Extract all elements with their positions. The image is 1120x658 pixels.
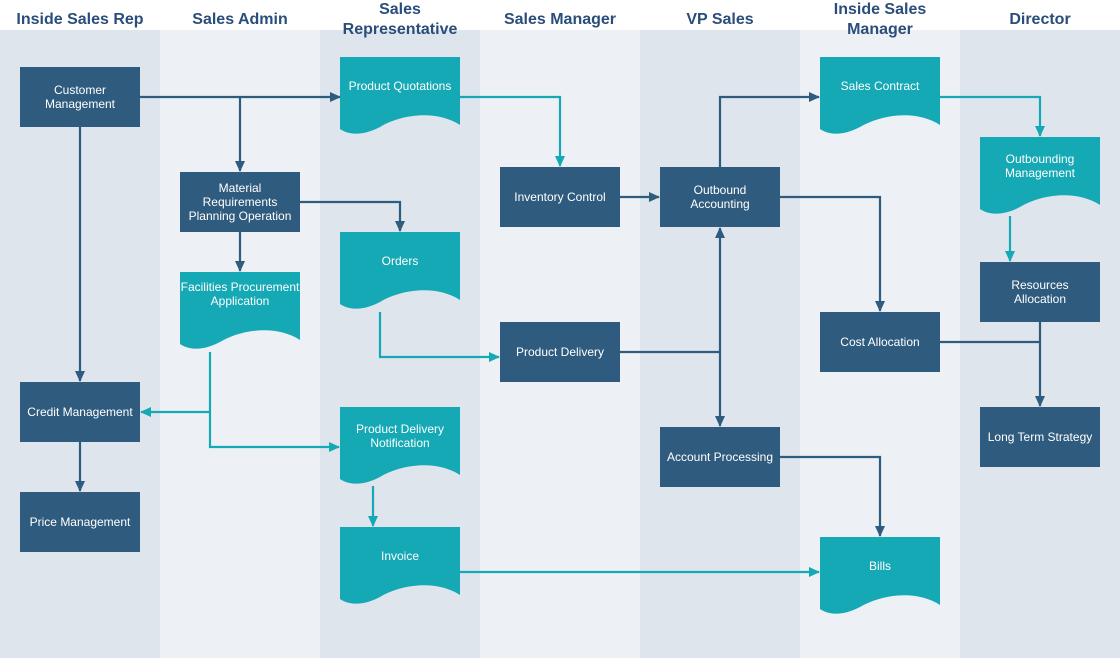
lane-vp-sales: VP Sales bbox=[640, 0, 800, 658]
document-shape bbox=[180, 272, 300, 349]
doc-label: Facilities Procurement Application bbox=[180, 280, 300, 308]
lane-director: Director bbox=[960, 0, 1120, 658]
bills-doc: Bills bbox=[820, 537, 940, 619]
outbounding-management-doc: Outbounding Management bbox=[980, 137, 1100, 219]
doc-label: Orders bbox=[381, 254, 419, 268]
document-shape bbox=[340, 407, 460, 484]
doc-label: Sales Contract bbox=[840, 79, 920, 93]
credit-management-box: Credit Management bbox=[20, 382, 140, 442]
lane-background bbox=[640, 30, 800, 658]
lane-header: Inside Sales Rep bbox=[16, 11, 144, 28]
long-term-strategy-box: Long Term Strategy bbox=[980, 407, 1100, 467]
doc-label: Product Quotations bbox=[348, 79, 452, 93]
outbound-accounting-box: Outbound Accounting bbox=[660, 167, 780, 227]
doc-label: Outbounding Management bbox=[1004, 152, 1076, 180]
document-shape bbox=[340, 232, 460, 309]
lane-header: Sales Representative bbox=[342, 1, 458, 38]
cost-allocation-box: Cost Allocation bbox=[820, 312, 940, 372]
sales-contract-doc: Sales Contract bbox=[820, 57, 940, 139]
document-shape bbox=[820, 57, 940, 134]
resources-allocation-box: Resources Allocation bbox=[980, 262, 1100, 322]
doc-label: Invoice bbox=[380, 549, 420, 563]
facilities-procurement-doc: Facilities Procurement Application bbox=[180, 272, 300, 354]
product-delivery-notification-doc: Product Delivery Notification bbox=[340, 407, 460, 489]
document-shape bbox=[340, 57, 460, 134]
orders-doc: Orders bbox=[340, 232, 460, 314]
customer-management-box: Customer Management bbox=[20, 67, 140, 127]
account-processing-box: Account Processing bbox=[660, 427, 780, 487]
lane-header: Inside Sales Manager bbox=[833, 1, 927, 38]
document-shape bbox=[980, 137, 1100, 214]
document-shape bbox=[820, 537, 940, 614]
document-shape bbox=[340, 527, 460, 604]
inventory-control-box: Inventory Control bbox=[500, 167, 620, 227]
lane-header: Sales Manager bbox=[503, 11, 617, 28]
lane-header: VP Sales bbox=[686, 11, 754, 28]
price-management-box: Price Management bbox=[20, 492, 140, 552]
lane-background bbox=[960, 30, 1120, 658]
lane-header: Director bbox=[1009, 11, 1071, 28]
product-quotations-doc: Product Quotations bbox=[340, 57, 460, 139]
invoice-doc: Invoice bbox=[340, 527, 460, 609]
material-requirements-box: Material Requirements Planning Operation bbox=[180, 172, 300, 232]
doc-label: Product Delivery Notification bbox=[355, 422, 445, 450]
lane-header: Sales Admin bbox=[192, 11, 288, 28]
product-delivery-box: Product Delivery bbox=[500, 322, 620, 382]
doc-label: Bills bbox=[868, 559, 891, 573]
